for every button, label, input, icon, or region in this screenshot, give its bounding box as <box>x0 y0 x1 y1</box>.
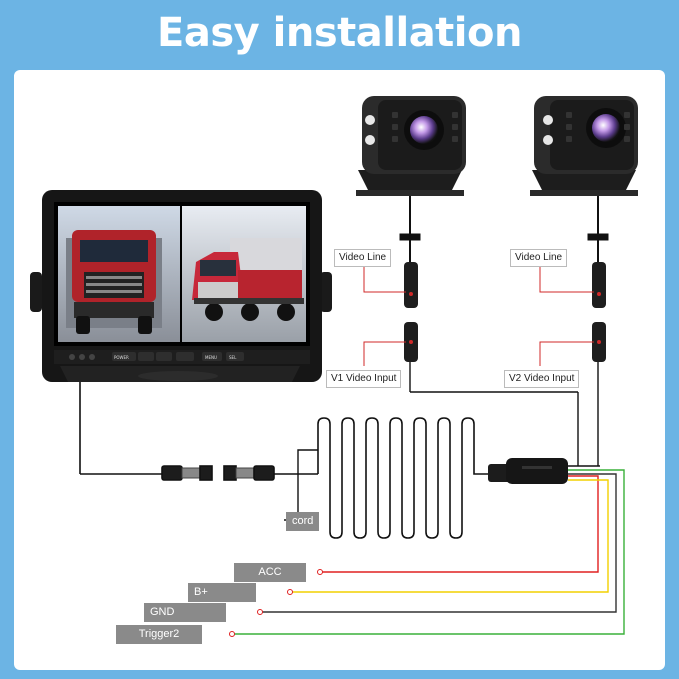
up-button[interactable] <box>138 352 154 361</box>
junction-box <box>488 458 600 484</box>
coiled-cord <box>317 417 488 539</box>
camera-1 <box>356 96 466 196</box>
down-button[interactable] <box>156 352 172 361</box>
video-line-1-label: Video Line <box>334 249 392 267</box>
cord-pointer <box>284 449 318 521</box>
monitor-cable <box>79 382 318 481</box>
b-plus-label: B+ <box>188 583 256 602</box>
cord-label: cord <box>286 512 320 531</box>
acc-label: ACC <box>234 563 306 582</box>
page-title: Easy installation <box>157 10 522 56</box>
power-button[interactable] <box>112 352 136 361</box>
menu-label: MENU <box>205 355 217 360</box>
power-label: POWER <box>114 355 129 360</box>
sel-label: SEL <box>229 355 237 360</box>
video-line-2-label: Video Line <box>510 249 568 267</box>
camera-2-cable <box>587 196 609 466</box>
sel-button[interactable] <box>226 352 244 361</box>
v1-video-input-label: V1 Video Input <box>326 370 402 388</box>
camera-1-cable <box>399 196 579 466</box>
truck-image-left <box>66 230 162 334</box>
camera-2 <box>530 96 638 196</box>
callout-lines <box>363 264 594 366</box>
channel-button[interactable] <box>176 352 194 361</box>
truck-image-right <box>192 238 304 321</box>
trigger2-label: Trigger2 <box>116 625 202 644</box>
menu-button[interactable] <box>202 352 222 361</box>
monitor <box>30 190 332 382</box>
power-wires <box>232 469 625 635</box>
gnd-label: GND <box>144 603 226 622</box>
v2-video-input-label: V2 Video Input <box>504 370 580 388</box>
